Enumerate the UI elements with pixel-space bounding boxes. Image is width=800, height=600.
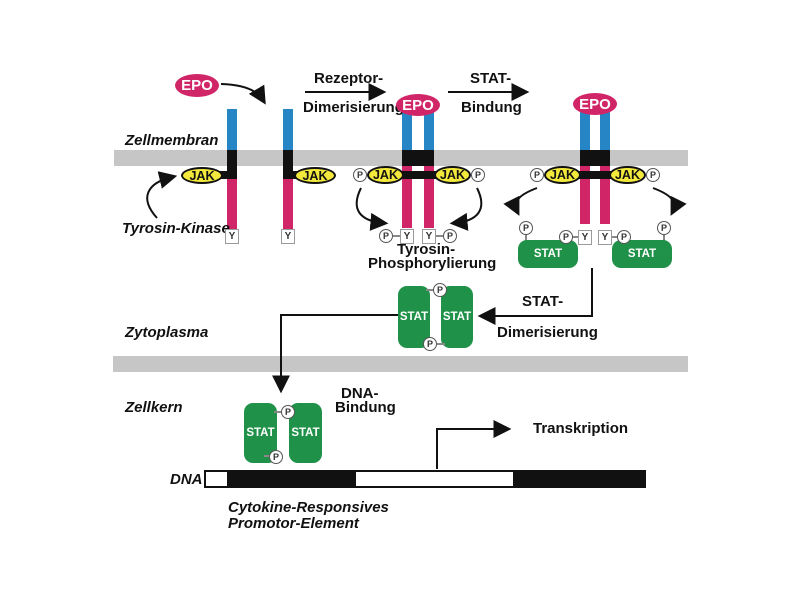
tyrosine-box: Y <box>598 230 612 245</box>
label-dna-bindung-1: DNA- <box>341 385 379 402</box>
label-tyrosin-kinase: Tyrosin-Kinase <box>122 220 230 237</box>
tyrosine-box: Y <box>422 229 436 244</box>
phosphate-circle: P <box>471 168 485 182</box>
stat-protein: STAT <box>289 403 322 463</box>
phosphate-circle: P <box>646 168 660 182</box>
label-stat-bindung-1: STAT- <box>470 70 512 87</box>
label-zellmembran: Zellmembran <box>125 132 219 149</box>
tyrosine-box: Y <box>281 229 295 244</box>
jak-binding-band <box>578 171 612 179</box>
receptor-extracellular <box>424 112 434 150</box>
receptor-intracellular <box>424 166 434 228</box>
jak-kinase-oval: JAK <box>181 167 223 184</box>
bond-dash <box>572 236 579 238</box>
tyrosin-kinase-arrow <box>146 171 178 219</box>
jak-phosphorylation-arrow-left <box>355 187 389 231</box>
label-dna-bindung-2: Bindung <box>335 399 396 416</box>
tyrosine-box: Y <box>578 230 592 245</box>
jak-binding-band <box>400 171 436 179</box>
bond-dash <box>436 235 444 237</box>
label-rezeptor-dimerisierung-2: Dimerisierung <box>303 99 404 116</box>
label-tyrosin-phosphorylierung-2: Phosphorylierung <box>368 255 497 272</box>
bond-dash <box>663 234 665 241</box>
transcription-arrow <box>436 420 512 469</box>
phosphate-circle: P <box>433 283 447 297</box>
tyrosine-box: Y <box>225 229 239 244</box>
receptor-extracellular <box>600 111 610 150</box>
jak-kinase-oval: JAK <box>544 166 581 184</box>
stat-protein: STAT <box>441 286 473 348</box>
epo-ligand: EPO <box>396 94 440 116</box>
jak-binding-band <box>283 171 299 179</box>
jak-phosphorylation-arrow-right <box>449 187 483 231</box>
stat-phosphorylation-arrow-left <box>503 187 538 216</box>
phosphate-circle: P <box>559 230 573 244</box>
label-stat-dimerisierung-1: STAT- <box>522 293 564 310</box>
phosphate-circle: P <box>269 450 283 464</box>
phosphate-circle: P <box>519 221 533 235</box>
jak-kinase-oval: JAK <box>434 166 471 184</box>
label-zellkern: Zellkern <box>125 399 183 416</box>
phosphate-circle: P <box>423 337 437 351</box>
receptor-transmembrane <box>283 150 293 179</box>
receptor-intracellular <box>402 166 412 228</box>
receptor-extracellular <box>580 111 590 150</box>
jak-binding-band <box>217 171 237 179</box>
jak-kinase-oval: JAK <box>294 167 336 184</box>
label-rezeptor-dimerisierung-1: Rezeptor- <box>314 70 384 87</box>
label-promoter-2: Promotor-Element <box>228 515 359 532</box>
stat-protein: STAT <box>612 240 672 268</box>
phosphate-circle: P <box>657 221 671 235</box>
label-transkription: Transkription <box>533 420 629 437</box>
receptor-transmembrane <box>580 150 610 166</box>
label-tyrosin-phosphorylierung-1: Tyrosin- <box>397 241 456 258</box>
label-zytoplasma: Zytoplasma <box>125 324 209 341</box>
receptor-transmembrane <box>227 150 237 179</box>
bond-dash <box>393 235 401 237</box>
receptor-intracellular <box>283 179 293 229</box>
label-promoter-1: Cytokine-Responsives <box>228 499 389 516</box>
promoter-element-segment <box>227 472 356 486</box>
gene-segment <box>513 472 644 486</box>
receptor-extracellular <box>283 109 293 150</box>
jak-kinase-oval: JAK <box>367 166 404 184</box>
tyrosine-box: Y <box>400 229 414 244</box>
dna-bar <box>204 470 646 488</box>
receptor-extracellular <box>227 109 237 150</box>
phosphate-circle: P <box>353 168 367 182</box>
phosphate-circle: P <box>281 405 295 419</box>
epo-ligand: EPO <box>175 74 219 97</box>
epo-ligand: EPO <box>573 93 617 115</box>
receptor-extracellular <box>402 112 412 150</box>
stat-protein: STAT <box>398 286 430 348</box>
phosphate-circle: P <box>530 168 544 182</box>
receptor-intracellular <box>227 179 237 229</box>
epo-binding-arrow <box>220 83 266 105</box>
nuclear-membrane-band <box>113 356 688 372</box>
stat-phosphorylation-arrow-right <box>652 187 687 216</box>
label-dna: DNA <box>170 471 203 488</box>
cell-membrane-band <box>114 150 688 166</box>
phosphate-circle: P <box>379 229 393 243</box>
stat-protein: STAT <box>518 240 578 268</box>
receptor-intracellular <box>600 166 610 224</box>
label-stat-bindung-2: Bindung <box>461 99 522 116</box>
receptor-intracellular <box>580 166 590 224</box>
phosphate-circle: P <box>617 230 631 244</box>
receptor-transmembrane <box>402 150 434 166</box>
nuclear-import-arrow <box>272 314 398 394</box>
bond-dash <box>525 234 527 241</box>
bond-dash <box>612 236 619 238</box>
label-stat-dimerisierung-2: Dimerisierung <box>497 324 598 341</box>
jak-kinase-oval: JAK <box>609 166 646 184</box>
